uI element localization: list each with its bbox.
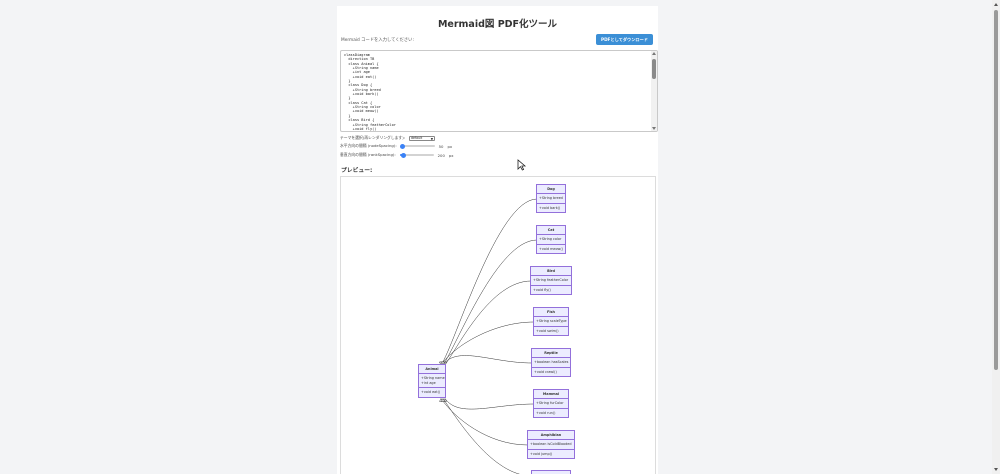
theme-select-value: default bbox=[411, 135, 423, 140]
node-spacing-label: 水平方向の間隔 (nodeSpacing): bbox=[340, 143, 397, 148]
code-text: classDiagram direction TB class Animal {… bbox=[344, 53, 396, 131]
class-node-reptile: Reptile +boolean hasScales +void crawl() bbox=[531, 348, 571, 377]
app-page: Mermaid図 PDF化ツール Mermaid コードを入力してください: P… bbox=[337, 6, 658, 474]
class-node-dog: Dog +String breed +void bark() bbox=[536, 184, 566, 213]
mermaid-code-editor[interactable]: classDiagram direction TB class Animal {… bbox=[340, 50, 658, 132]
class-methods: +void eat() bbox=[419, 387, 445, 397]
class-method: +void bark() bbox=[539, 205, 561, 210]
class-field: +boolean isColdBlooded bbox=[530, 442, 572, 446]
rank-spacing-row: 垂直方向の間隔 (rankSpacing): 200 px bbox=[340, 152, 454, 158]
class-field: +String scaleType bbox=[536, 319, 567, 323]
inheritance-arrowhead bbox=[441, 397, 445, 402]
page-scroll-down-icon[interactable] bbox=[994, 468, 998, 471]
class-name: Bird bbox=[547, 269, 555, 273]
theme-select[interactable]: default ▼ bbox=[409, 135, 435, 141]
inheritance-arrowhead bbox=[441, 361, 445, 366]
node-spacing-slider-knob[interactable] bbox=[399, 143, 405, 149]
class-node-fish: Fish +String scaleType +void swim() bbox=[533, 307, 569, 336]
class-fields: +boolean hasScales bbox=[532, 357, 570, 367]
class-fields: +String furColor bbox=[534, 398, 568, 408]
editor-scrollbar[interactable] bbox=[651, 51, 657, 131]
theme-label: テーマを選択(再レンダリングします): bbox=[340, 135, 405, 140]
class-fields: +String breed bbox=[537, 193, 565, 203]
class-method: +void crawl() bbox=[534, 369, 557, 374]
class-name: Cat bbox=[547, 228, 555, 232]
class-field: +boolean hasScales bbox=[534, 360, 569, 364]
page-title: Mermaid図 PDF化ツール bbox=[437, 19, 558, 30]
class-method: +void jump() bbox=[530, 451, 553, 456]
class-method: +void run() bbox=[536, 410, 556, 415]
class-method: +void eat() bbox=[421, 390, 441, 394]
rank-spacing-slider-knob[interactable] bbox=[400, 152, 406, 158]
class-node-mammal: Mammal +String furColor +void run() bbox=[533, 389, 569, 418]
rank-spacing-label: 垂直方向の間隔 (rankSpacing): bbox=[340, 152, 396, 157]
class-fields: +String scaleType bbox=[534, 316, 568, 326]
page-scroll-up-icon[interactable] bbox=[994, 3, 998, 6]
editor-scroll-thumb[interactable] bbox=[652, 59, 656, 79]
node-spacing-value: 50 bbox=[438, 143, 444, 149]
class-method: +void meow() bbox=[539, 246, 563, 251]
class-node-cat: Cat +String color +void meow() bbox=[536, 225, 566, 254]
inheritance-edge bbox=[444, 398, 535, 410]
class-field: +String featherColor bbox=[533, 278, 569, 282]
inheritance-edge bbox=[444, 280, 532, 366]
inheritance-edges bbox=[439, 198, 538, 474]
scroll-down-icon[interactable] bbox=[652, 127, 656, 130]
class-method: +void swim() bbox=[536, 328, 559, 333]
class-name: Fish bbox=[547, 310, 555, 314]
class-methods: +void fly() bbox=[531, 284, 571, 295]
preview-label: プレビュー: bbox=[341, 168, 373, 174]
class-field: +String furColor bbox=[536, 401, 564, 405]
class-name: Dog bbox=[547, 187, 555, 191]
class-field: +int age bbox=[421, 380, 436, 385]
rank-spacing-slider[interactable] bbox=[399, 152, 434, 158]
node-spacing-unit: px bbox=[447, 143, 453, 149]
scroll-up-icon[interactable] bbox=[652, 52, 656, 55]
class-fields: +String color bbox=[537, 234, 565, 244]
class-methods: +void run() bbox=[534, 407, 568, 418]
class-method: +void fly() bbox=[533, 287, 551, 292]
class-field: +String name bbox=[421, 376, 445, 380]
mouse-cursor-icon bbox=[517, 159, 527, 171]
class-node-partial bbox=[531, 470, 571, 474]
class-node-bird: Bird +String featherColor +void fly() bbox=[530, 266, 572, 295]
class-name: Reptile bbox=[544, 351, 558, 355]
rank-spacing-unit: px bbox=[448, 152, 454, 158]
download-pdf-button[interactable]: PDFとしてダウンロード bbox=[596, 34, 653, 45]
node-spacing-slider[interactable] bbox=[399, 143, 435, 149]
class-field: +String color bbox=[539, 237, 562, 241]
class-name: Mammal bbox=[542, 392, 560, 396]
preview-canvas: Animal +String name +int age +void eat()… bbox=[340, 176, 656, 474]
inheritance-edge bbox=[442, 355, 533, 366]
class-methods: +void jump() bbox=[528, 448, 574, 459]
class-methods: +void bark() bbox=[537, 202, 565, 213]
class-field: +String breed bbox=[539, 196, 563, 200]
class-fields: +String name +int age bbox=[419, 373, 445, 387]
class-node-amphibian: Amphibian +boolean isColdBlooded +void j… bbox=[527, 430, 575, 459]
theme-row: テーマを選択(再レンダリングします): default ▼ bbox=[340, 135, 435, 141]
chevron-down-icon: ▼ bbox=[430, 136, 433, 141]
class-methods: +void swim() bbox=[534, 325, 568, 336]
class-node-animal: Animal +String name +int age +void eat() bbox=[418, 364, 446, 398]
page-scrollbar[interactable] bbox=[992, 0, 1000, 474]
code-input-label: Mermaid コードを入力してください: bbox=[341, 38, 414, 43]
rank-spacing-value: 200 bbox=[437, 152, 445, 158]
class-fields: +String featherColor bbox=[531, 275, 571, 285]
class-methods: +void crawl() bbox=[532, 366, 570, 377]
class-name: Amphibian bbox=[540, 433, 562, 437]
inheritance-edge bbox=[440, 321, 535, 366]
inheritance-edge bbox=[440, 398, 529, 446]
class-fields: +boolean isColdBlooded bbox=[528, 439, 574, 449]
class-methods: +void meow() bbox=[537, 243, 565, 254]
node-spacing-row: 水平方向の間隔 (nodeSpacing): 50 px bbox=[340, 143, 452, 149]
page-scroll-thumb[interactable] bbox=[994, 10, 998, 370]
class-name: Animal bbox=[425, 367, 439, 371]
inheritance-edge bbox=[440, 198, 538, 366]
inheritance-edge bbox=[442, 239, 538, 366]
